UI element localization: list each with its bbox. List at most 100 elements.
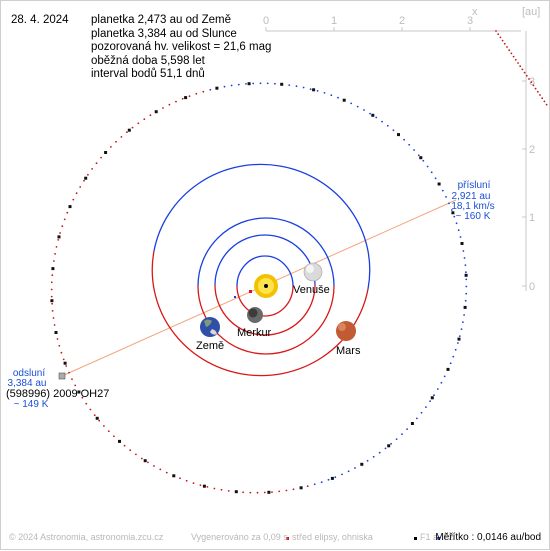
asteroid-tail-dot: [532, 84, 535, 87]
asteroid-point-marker: [342, 98, 346, 102]
asteroid-orbit-dot: [202, 90, 205, 93]
asteroid-orbit-dot: [259, 82, 262, 85]
asteroid-orbit-dot: [256, 491, 259, 494]
asteroid-orbit-dot: [60, 351, 63, 354]
asteroid-point-marker: [437, 182, 441, 186]
mars: [336, 321, 356, 341]
asteroid-orbit-dot: [81, 396, 84, 399]
asteroid-tail-dot: [510, 52, 513, 55]
asteroid-orbit-dot: [408, 143, 411, 146]
asteroid-orbit-dot: [79, 186, 82, 188]
asteroid-orbit-dot: [131, 126, 134, 129]
asteroid-orbit-dot: [420, 411, 423, 414]
asteroid-orbit-dot: [95, 162, 98, 165]
center-marker: [234, 296, 236, 298]
asteroid-orbit-dot: [206, 486, 209, 488]
asteroid-orbit-dot: [72, 198, 75, 201]
asteroid-orbit-dot: [58, 344, 61, 347]
asteroid-orbit-dot: [85, 402, 88, 405]
asteroid-tail-dot: [503, 42, 506, 45]
asteroid-orbit-dot: [462, 250, 465, 252]
asteroid-orbit-dot: [120, 136, 123, 138]
asteroid-orbit-dot: [55, 246, 58, 248]
aphelion-speed: ~ 149 K: [14, 399, 49, 410]
asteroid-point-marker: [77, 390, 81, 394]
asteroid-orbit-dot: [309, 88, 312, 90]
asteroid-orbit-dot: [465, 278, 468, 281]
asteroid-orbit-dot: [185, 479, 188, 482]
asteroid-orbit-dot: [369, 112, 371, 115]
asteroid-orbit-dot: [278, 490, 281, 493]
asteroid-point-marker: [299, 486, 303, 490]
x-tick-label-3: 3: [467, 15, 473, 27]
asteroid-orbit-dot: [53, 324, 56, 326]
info-line-distance-earth: planetka 2,473 au od Země: [91, 14, 232, 26]
mercury-orbit-blue: [236, 255, 294, 287]
asteroid-orbit-dot: [175, 100, 177, 103]
asteroid-orbit-dot: [465, 292, 468, 295]
asteroid-orbit-dot: [452, 355, 455, 358]
asteroid-tail-dot: [501, 39, 504, 42]
asteroid-tail-dot: [497, 33, 500, 36]
earth-orbit-blue: [197, 217, 335, 287]
mercury: [247, 307, 263, 323]
asteroid-orbit-dot: [103, 425, 105, 427]
aphelion-title: odsluní: [13, 368, 45, 379]
asteroid-label: (598996) 2009 OH27: [6, 388, 109, 400]
asteroid-orbit-dot: [354, 467, 356, 469]
asteroid-orbit-dot: [274, 82, 276, 85]
x-axis-label: x: [472, 6, 478, 18]
asteroid-orbit-dot: [137, 122, 140, 125]
asteroid-tail-dot: [521, 68, 524, 71]
asteroid-orbit-dot: [386, 124, 389, 127]
asteroid-orbit-dot: [337, 96, 339, 99]
asteroid-orbit-dot: [266, 82, 269, 85]
asteroid-orbit-dot: [50, 281, 53, 284]
asteroid-orbit-dot: [129, 449, 132, 452]
asteroid-tail-dot: [519, 65, 522, 68]
asteroid-tail-dot: [528, 78, 530, 80]
asteroid-tail-dot: [495, 30, 497, 32]
asteroid-point-marker: [127, 128, 131, 132]
asteroid-orbit-dot: [56, 338, 59, 340]
planet-orbits: [151, 163, 371, 377]
asteroid-tail-dot: [517, 62, 519, 64]
venus: [303, 262, 323, 282]
mercury-label: Merkur: [237, 327, 272, 339]
asteroid-orbit-dot: [341, 473, 343, 476]
asteroid-orbit-dot: [98, 419, 101, 422]
asteroid-point-marker: [360, 462, 364, 466]
asteroid-point-marker: [63, 361, 67, 365]
asteroid-orbit-dot: [252, 82, 255, 85]
x-tick-label-0: 0: [263, 15, 269, 27]
asteroid-orbit-dot: [50, 295, 53, 298]
info-line-period: oběžná doba 5,598 let: [91, 54, 205, 67]
asteroid-point-marker: [95, 416, 99, 420]
asteroid-orbit-dot: [115, 140, 117, 143]
asteroid-orbit-dot: [334, 476, 337, 479]
asteroid-point-marker: [84, 176, 88, 180]
asteroid-orbit-dot: [285, 489, 288, 492]
asteroid-orbit-dot: [425, 406, 427, 408]
asteroid-point-marker: [154, 110, 158, 114]
asteroid-point-marker: [463, 305, 467, 309]
sun: [254, 274, 278, 298]
asteroid-point-marker: [460, 242, 464, 245]
asteroid-orbit-dot: [93, 414, 96, 417]
asteroid-point-marker: [410, 422, 414, 425]
info-line-distance-sun: planetka 3,384 au od Slunce: [91, 27, 237, 40]
asteroid-orbit-dot: [91, 168, 93, 170]
asteroid-orbit-dot: [140, 457, 143, 460]
asteroid-orbit-dot: [61, 225, 64, 228]
asteroid-tail-dot: [499, 36, 502, 39]
asteroid-orbit-dot: [209, 88, 212, 91]
legend-center-label: střed elipsy, ohniska: [292, 532, 373, 542]
asteroid-orbit-dot: [87, 173, 89, 176]
asteroid-orbit-dot: [53, 260, 55, 262]
asteroid-tail-dot: [506, 46, 508, 48]
asteroid-orbit-dot: [68, 371, 70, 374]
asteroid-orbit-dot: [263, 491, 266, 494]
asteroid-orbit-dot: [135, 453, 137, 456]
asteroid-point-marker: [247, 82, 251, 86]
asteroid-point-marker: [143, 459, 147, 463]
